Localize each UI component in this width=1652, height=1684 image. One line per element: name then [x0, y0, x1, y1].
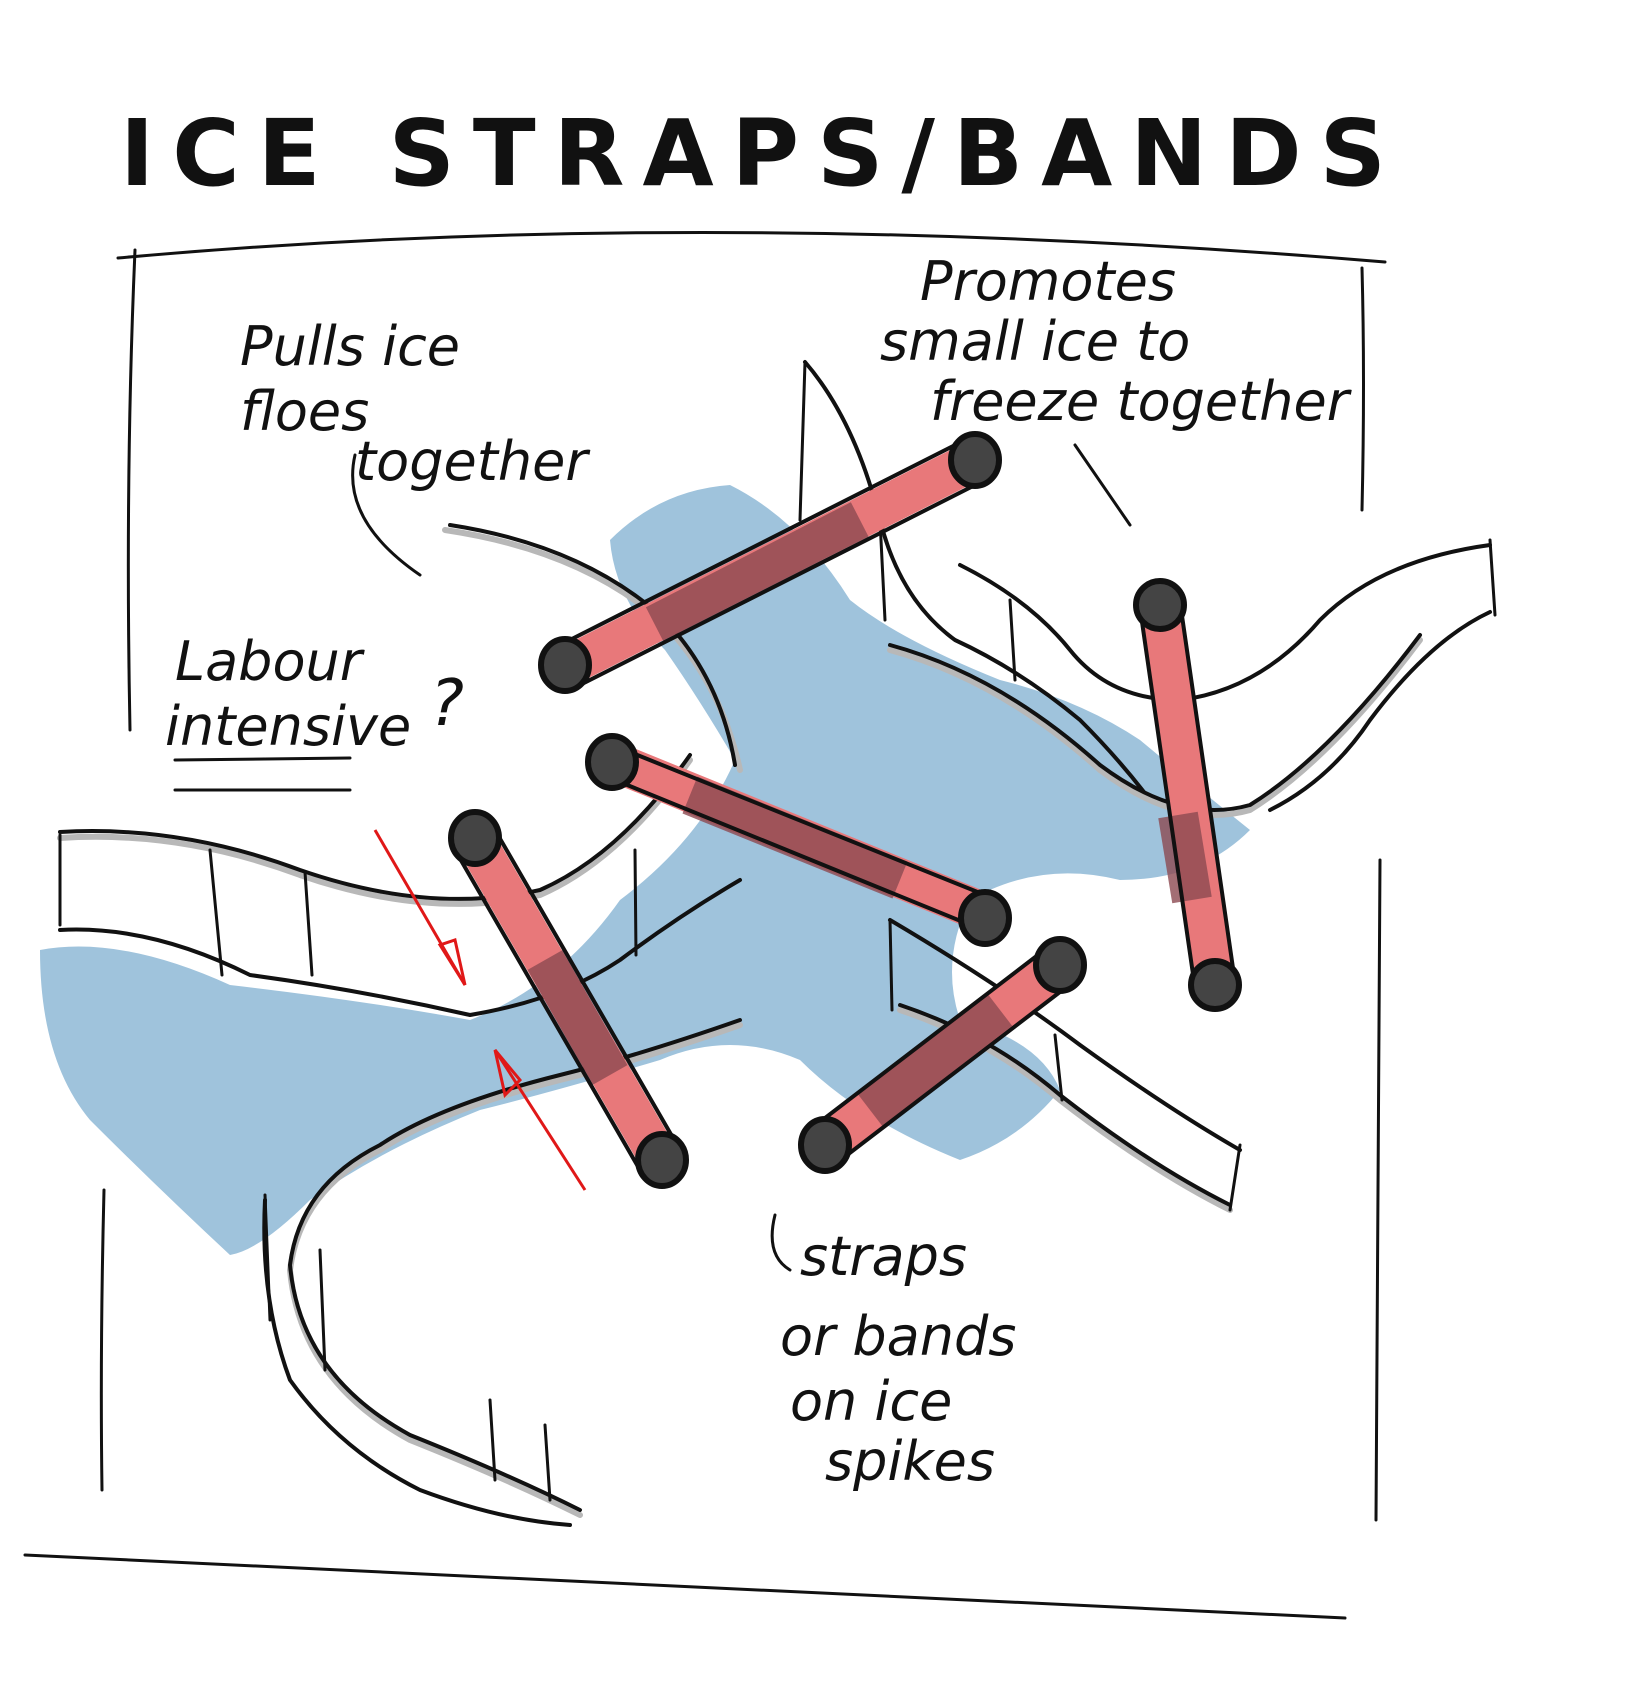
annotation-pulls-line-3: together: [355, 430, 590, 493]
leader-lines: [173, 443, 1132, 1272]
strap-3: [448, 809, 689, 1189]
annotation-straps-line-3: on ice: [790, 1370, 952, 1433]
annotation-labour: Labour intensive ?: [165, 630, 464, 758]
annotation-promotes-line-1: Promotes: [920, 250, 1176, 313]
annotation-straps: straps or bands on ice spikes: [780, 1225, 1016, 1493]
strap-1: [538, 431, 1002, 694]
annotation-pulls: Pulls ice floes together: [240, 315, 590, 493]
annotation-pulls-line-1: Pulls ice: [240, 315, 460, 378]
red-arrows: [373, 829, 587, 1191]
annotation-pulls-line-2: floes: [240, 380, 369, 443]
annotation-straps-line-4: spikes: [825, 1430, 995, 1493]
annotation-labour-line-1: Labour: [175, 630, 365, 693]
strap-4: [798, 936, 1087, 1174]
annotation-promotes-line-2: small ice to: [880, 310, 1190, 373]
sketch-title: ICE STRAPS/BANDS: [120, 100, 1404, 207]
strap-5: [1133, 578, 1242, 1012]
frame: [23, 230, 1387, 1620]
straps: [448, 431, 1242, 1189]
annotation-labour-question: ?: [430, 667, 464, 741]
annotation-promotes: Promotes small ice to freeze together: [880, 250, 1352, 433]
strap-2: [585, 733, 1012, 947]
annotation-labour-line-2: intensive: [165, 695, 411, 758]
annotation-straps-line-2: or bands: [780, 1305, 1016, 1368]
annotation-straps-line-1: straps: [800, 1225, 967, 1288]
annotation-promotes-line-3: freeze together: [930, 370, 1352, 433]
